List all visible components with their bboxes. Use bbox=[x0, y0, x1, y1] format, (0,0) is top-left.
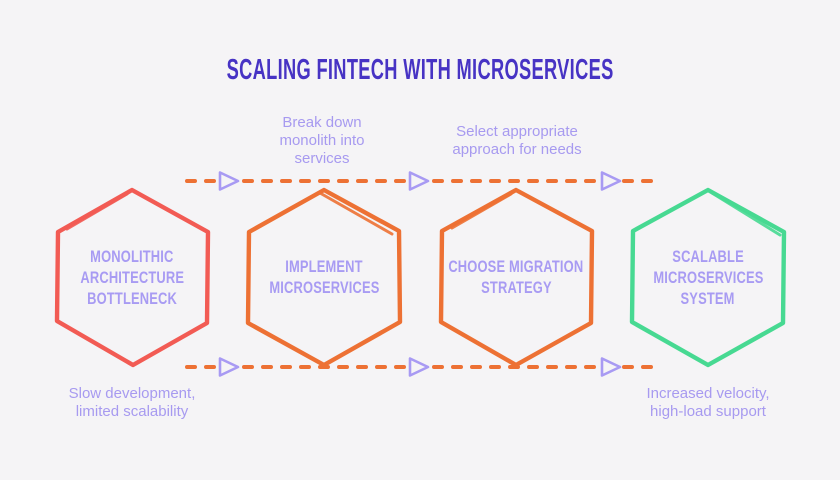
arrowhead-right-icon bbox=[408, 171, 430, 191]
hexagon-shape bbox=[245, 187, 403, 368]
node-label: SCALABLE MICROSERVICES SYSTEM bbox=[652, 246, 764, 308]
hexagon-shape bbox=[629, 187, 787, 368]
page-title: SCALING FINTECH WITH MICROSERVICES bbox=[0, 54, 840, 87]
node-choose-migration-strategy: CHOOSE MIGRATION STRATEGY bbox=[434, 185, 598, 369]
arrowhead-right-icon bbox=[408, 357, 430, 377]
hexagon-shape bbox=[438, 187, 595, 368]
node-label: MONOLITHIC ARCHITECTURE BOTTLENECK bbox=[80, 246, 184, 308]
page-title-text: SCALING FINTECH WITH MICROSERVICES bbox=[226, 54, 614, 86]
annotation-slow-development: Slow development, limited scalability bbox=[68, 385, 196, 420]
annotation-break-down-monolith: Break down monolith into services bbox=[279, 114, 365, 167]
arrowhead-right-icon bbox=[600, 357, 622, 377]
arrowhead-right-icon bbox=[218, 357, 240, 377]
hexagon-shape bbox=[54, 187, 211, 368]
node-monolithic-architecture-bottleneck: MONOLITHIC ARCHITECTURE BOTTLENECK bbox=[50, 185, 214, 369]
node-scalable-microservices-system: SCALABLE MICROSERVICES SYSTEM bbox=[626, 185, 790, 369]
arrowhead-right-icon bbox=[600, 171, 622, 191]
node-implement-microservices: IMPLEMENT MICROSERVICES bbox=[242, 185, 406, 369]
annotation-select-approach: Select appropriate approach for needs bbox=[452, 123, 582, 158]
node-label: IMPLEMENT MICROSERVICES bbox=[268, 257, 380, 297]
annotation-increased-velocity: Increased velocity, high-load support bbox=[646, 385, 770, 420]
node-label: CHOOSE MIGRATION STRATEGY bbox=[448, 257, 584, 297]
arrowhead-right-icon bbox=[218, 171, 240, 191]
